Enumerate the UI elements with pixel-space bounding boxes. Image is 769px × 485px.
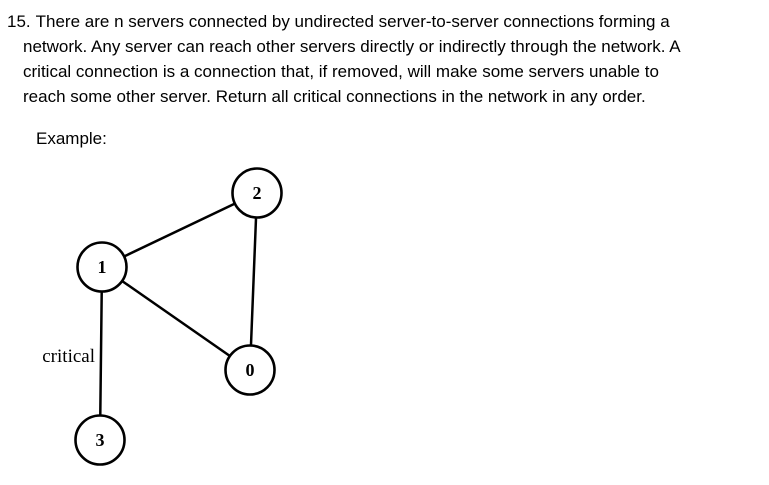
critical-edge-label: critical bbox=[42, 346, 95, 367]
node-1-circle bbox=[76, 241, 128, 293]
problem-statement: 15.There are n servers connected by undi… bbox=[7, 9, 763, 109]
edge-1-0 bbox=[100, 265, 252, 372]
node-0-label: 0 bbox=[246, 360, 255, 380]
node-1-label: 1 bbox=[98, 257, 107, 277]
node-3-label: 3 bbox=[96, 430, 105, 450]
node-2-label: 2 bbox=[253, 183, 262, 203]
node-3-circle bbox=[74, 414, 126, 466]
problem-text-line-4: reach some other server. Return all crit… bbox=[23, 87, 646, 107]
problem-text-line-1: There are n servers connected by undirec… bbox=[35, 12, 670, 31]
problem-line-1: 15.There are n servers connected by undi… bbox=[7, 9, 763, 34]
edge-1-2 bbox=[100, 191, 259, 269]
edge-1-3-critical bbox=[98, 265, 104, 442]
problem-number: 15. bbox=[7, 12, 31, 31]
node-0-circle bbox=[224, 344, 276, 396]
edge-2-0 bbox=[248, 191, 259, 372]
problem-text-line-3: critical connection is a connection that… bbox=[23, 62, 659, 82]
example-label: Example: bbox=[36, 129, 107, 148]
problem-text-line-2: network. Any server can reach other serv… bbox=[23, 37, 681, 57]
node-2-circle bbox=[231, 167, 283, 219]
